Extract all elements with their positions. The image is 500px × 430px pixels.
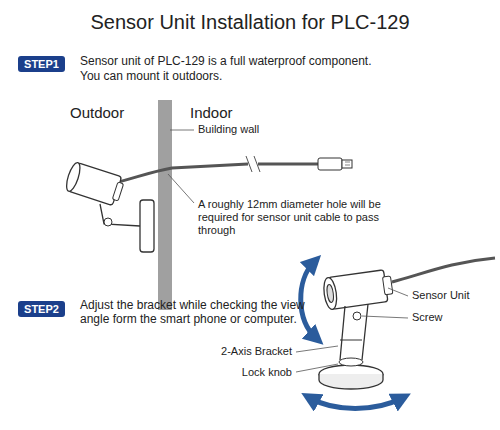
part-label: Building wall — [198, 123, 259, 136]
leader-line — [168, 174, 194, 203]
sensor-cable — [118, 164, 248, 182]
step-text: Sensor unit of PLC-129 is a full waterpr… — [80, 54, 372, 68]
lock-knob — [339, 358, 363, 366]
screw — [353, 312, 361, 320]
part-label: Screw — [412, 311, 443, 324]
sensor-cable — [258, 163, 318, 166]
badge-text: STEP1 — [24, 58, 59, 70]
step-text: You can mount it outdoors. — [80, 69, 222, 83]
lock-knob — [104, 218, 112, 226]
rj45-plug — [318, 158, 342, 170]
part-label: 2-Axis Bracket — [221, 345, 292, 358]
leader-line — [362, 316, 408, 318]
leader-line — [296, 346, 338, 352]
leader-line — [170, 130, 194, 131]
step-text: Adjust the bracket while checking the vi… — [80, 298, 305, 327]
sensor-cable — [392, 258, 495, 282]
part-label: Lock knob — [242, 366, 292, 379]
area-label: Indoor — [190, 104, 233, 122]
diagram-title: Sensor Unit Installation for PLC-129 — [0, 10, 500, 34]
leader-line — [296, 364, 338, 372]
badge-text: STEP2 — [24, 303, 59, 315]
bracket-arm — [100, 204, 140, 226]
part-label: Sensor Unit — [412, 289, 469, 302]
bracket-base — [319, 374, 383, 389]
wall-plate — [140, 200, 154, 252]
step-badge: STEP2 — [18, 301, 65, 317]
area-label: Outdoor — [70, 104, 124, 122]
cable-break — [246, 156, 260, 172]
pan-arrow — [310, 398, 402, 409]
bracket-brace — [340, 340, 362, 341]
bracket-arm — [340, 304, 368, 360]
sensor-unit — [322, 269, 394, 310]
plug-contacts — [345, 162, 350, 165]
note-text: A roughly 12mm diameter hole will be req… — [198, 198, 383, 238]
rj45-plug-tip — [342, 160, 352, 168]
building-wall — [158, 100, 172, 310]
leader-line — [388, 288, 408, 296]
sensor-unit — [64, 161, 126, 207]
step-badge: STEP1 — [18, 56, 65, 72]
